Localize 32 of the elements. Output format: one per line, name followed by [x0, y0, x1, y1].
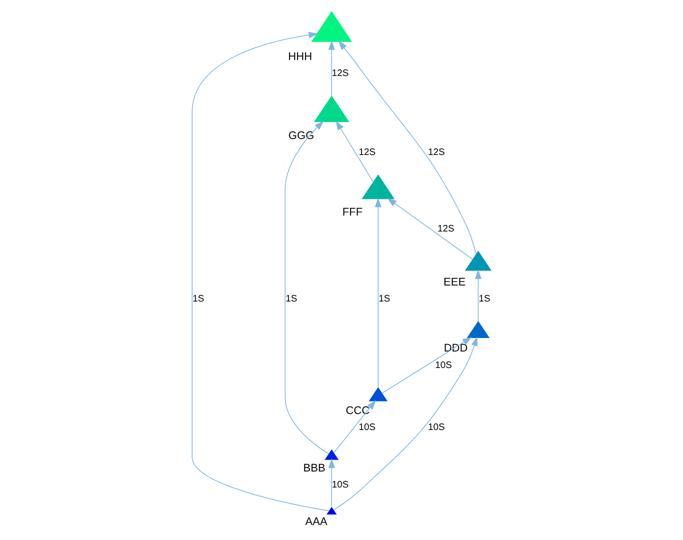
arrow: [374, 198, 382, 388]
edge-label: 10S: [435, 360, 452, 371]
arrow: [387, 198, 474, 260]
edge-label: 1S: [286, 294, 298, 305]
arrow: [192, 32, 330, 512]
edge-label: 10S: [332, 480, 349, 491]
arrow: [474, 270, 482, 322]
node-label: BBB: [303, 462, 326, 475]
arrow: [338, 40, 477, 255]
edge-label: 12S: [438, 223, 454, 234]
node-label: FFF: [342, 206, 363, 218]
edge-label: 1S: [478, 294, 490, 305]
arrow: [333, 336, 478, 510]
arrow: [382, 337, 472, 394]
node-label: HHH: [288, 51, 312, 64]
edge-label: 12S: [358, 147, 376, 158]
arrow: [334, 400, 376, 454]
edge-label: 1S: [192, 294, 204, 305]
edge-label: 12S: [332, 68, 349, 80]
edge-label: 1S: [378, 294, 390, 305]
arrow: [328, 40, 335, 97]
node-label: CCC: [346, 404, 370, 417]
edge-label: 10S: [358, 422, 376, 434]
node-label: GGG: [288, 130, 314, 142]
node-label: EEE: [444, 276, 466, 289]
edge-label: 12S: [428, 147, 445, 158]
node-label: AAA: [305, 516, 328, 528]
arrow: [284, 120, 330, 454]
arrow: [336, 120, 374, 183]
edge-label: 10S: [428, 422, 445, 434]
node-label: DDD: [444, 342, 468, 355]
arrow: [328, 458, 335, 508]
